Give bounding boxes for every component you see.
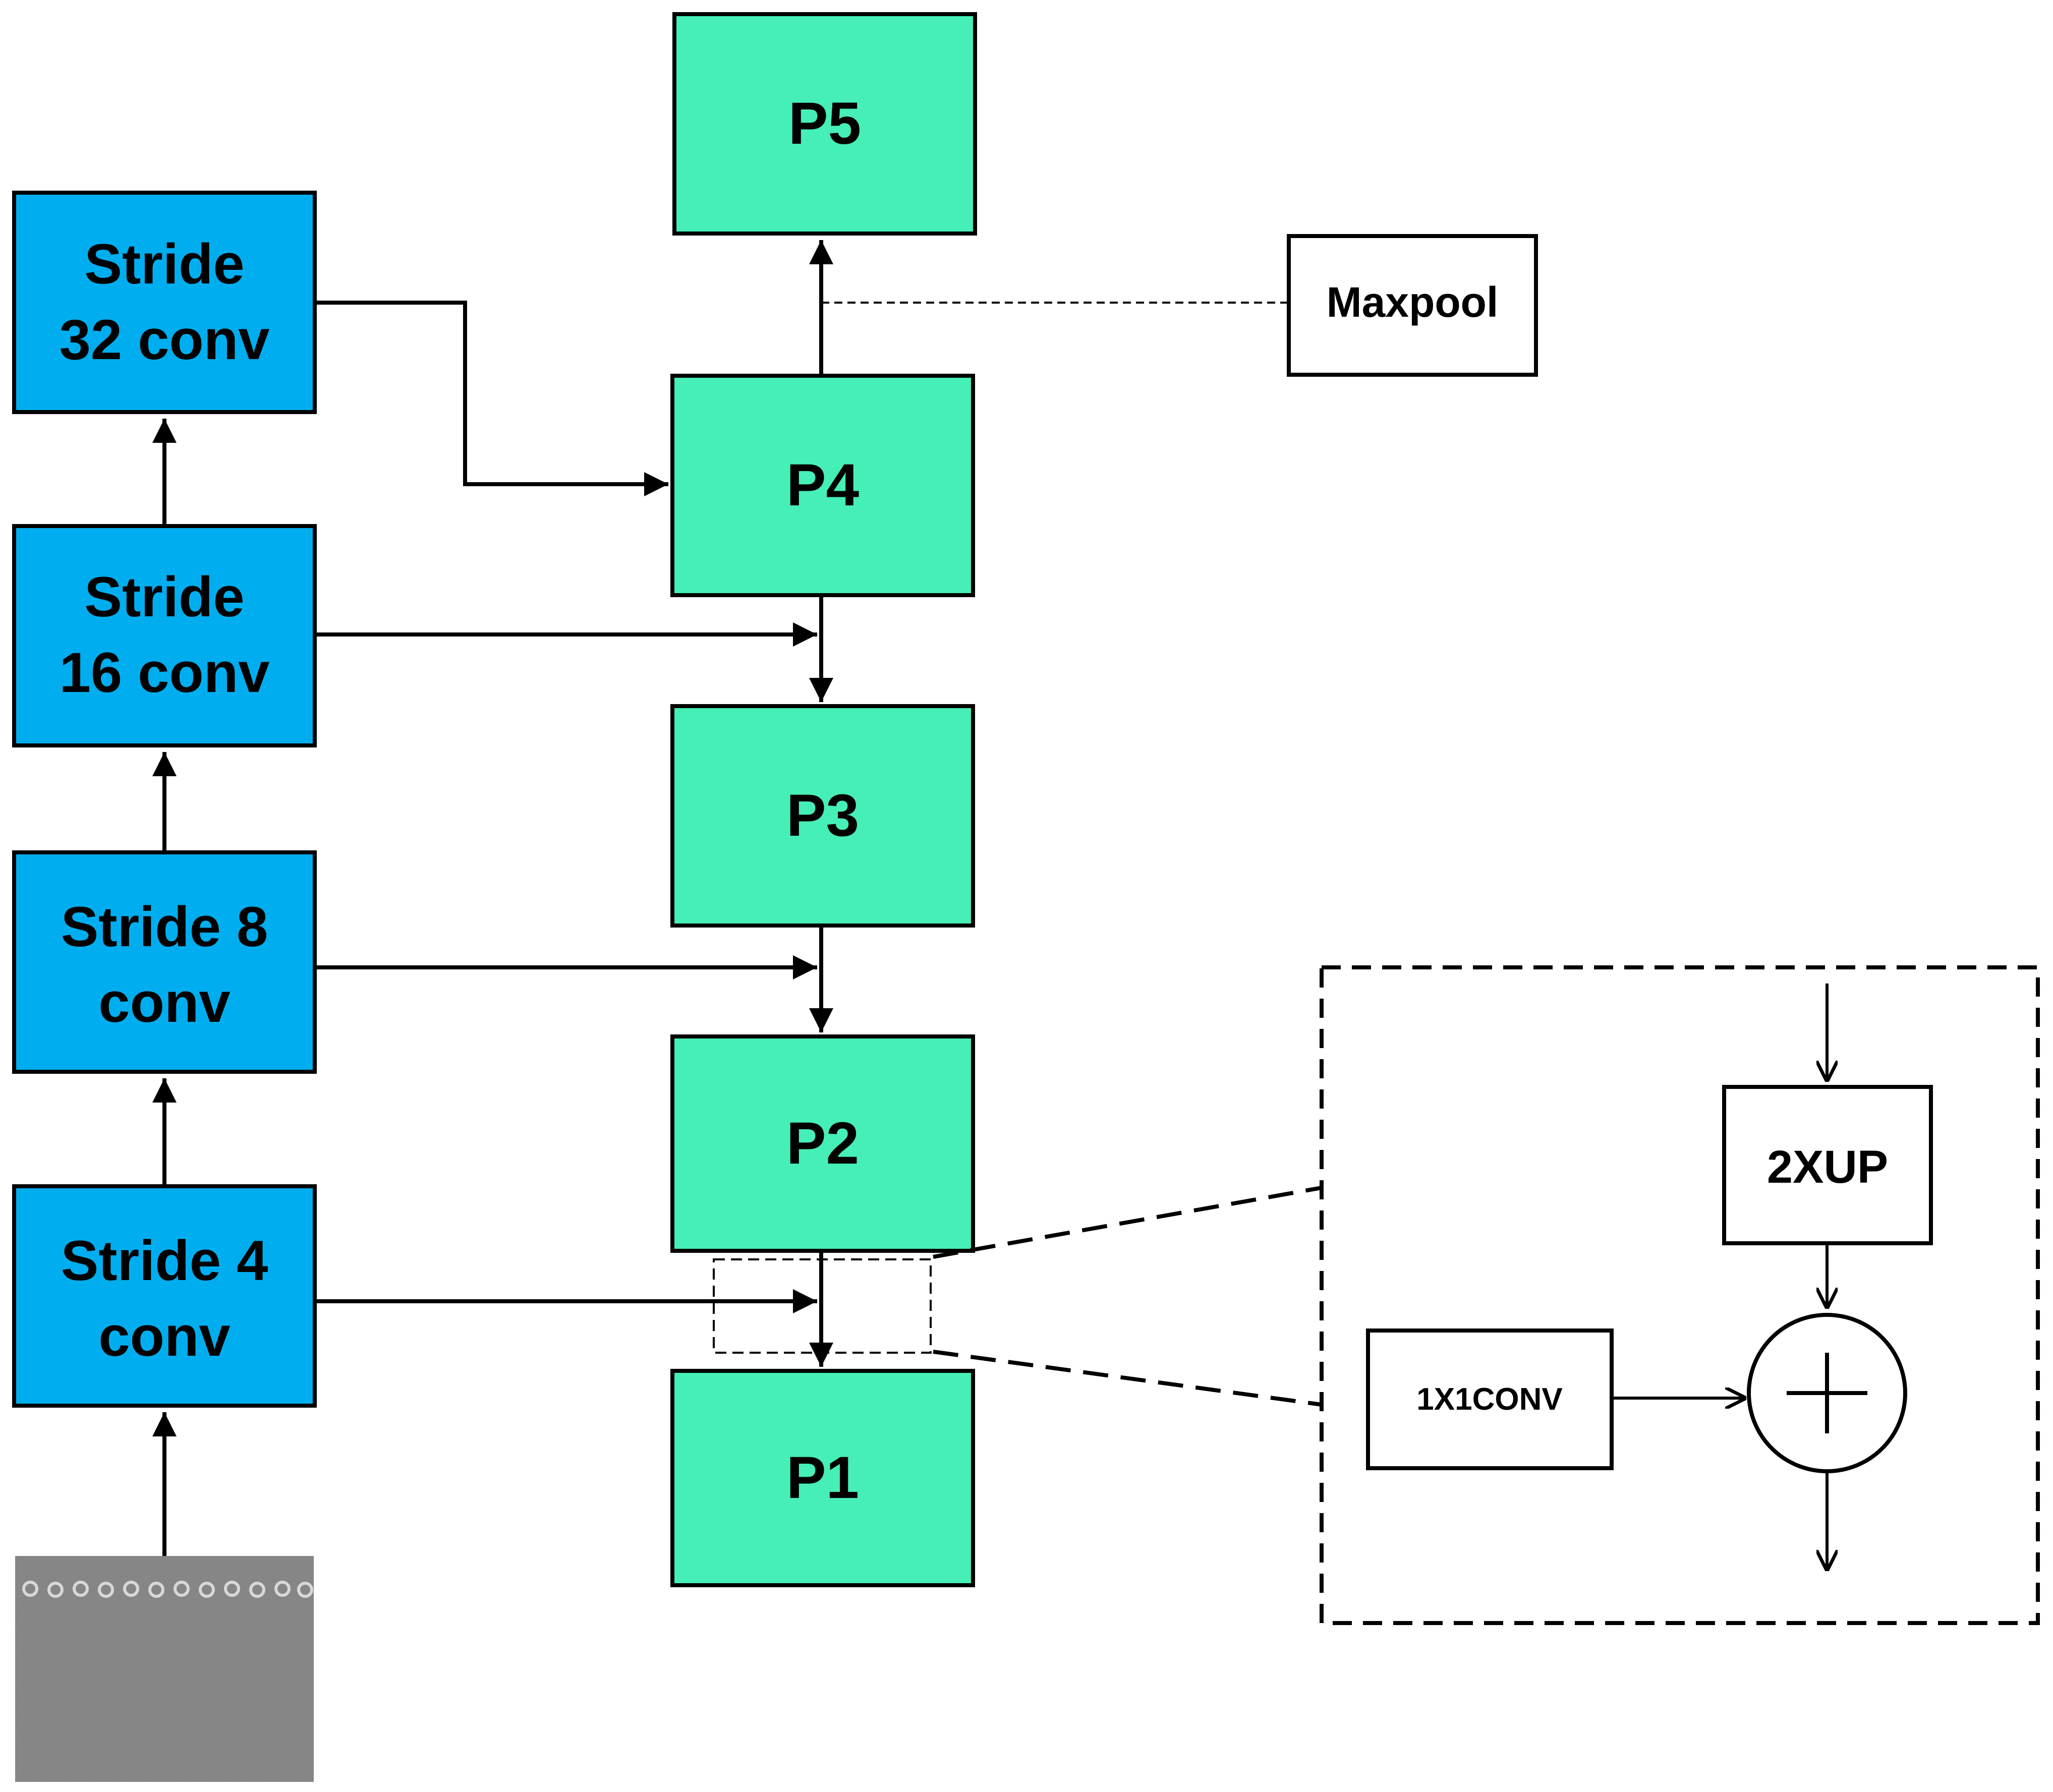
zoom-connector-bottom	[933, 1350, 1322, 1407]
arrow-stride32-to-p4	[315, 301, 668, 496]
stride32-label-line2: 32 conv	[59, 308, 269, 371]
pyramid-p2-box: P2	[670, 1034, 975, 1253]
lateral-conv-label: 1X1CONV	[1416, 1382, 1562, 1417]
backbone-stride16-box: Stride 16 conv	[12, 524, 317, 747]
p1-label: P1	[786, 1444, 859, 1511]
input-image	[15, 1556, 314, 1782]
backbone-stride32-box: Stride 32 conv	[12, 191, 317, 414]
stride32-label-line1: Stride	[84, 233, 244, 296]
pyramid-p1-box: P1	[670, 1369, 975, 1587]
stride16-label-line2: 16 conv	[59, 641, 269, 704]
merge-detail-panel	[1320, 965, 2040, 1625]
p3-label: P3	[786, 782, 859, 849]
input-image-bead-row	[22, 1581, 313, 1598]
stride4-label-line1: Stride 4	[61, 1229, 268, 1292]
stride8-label-line2: conv	[98, 971, 230, 1034]
lateral-conv-box: 1X1CONV	[1366, 1328, 1614, 1470]
circled-plus-icon	[1747, 1313, 1907, 1473]
pyramid-p5-box: P5	[672, 12, 977, 236]
lateral-arrows	[315, 301, 817, 1313]
maxpool-box: Maxpool	[1287, 234, 1538, 377]
p2-label: P2	[786, 1110, 859, 1177]
pyramid-p3-box: P3	[670, 704, 975, 928]
merge-zoom-highlight	[713, 1258, 932, 1354]
maxpool-label: Maxpool	[1327, 278, 1499, 326]
backbone-stride4-box: Stride 4 conv	[12, 1184, 317, 1408]
upsample-label: 2XUP	[1767, 1141, 1888, 1193]
upsample-box: 2XUP	[1722, 1085, 1933, 1245]
backbone-stride8-box: Stride 8 conv	[12, 850, 317, 1074]
stride4-label-line2: conv	[98, 1305, 230, 1368]
stride16-label-line1: Stride	[84, 565, 244, 628]
stride8-label-line1: Stride 8	[61, 895, 268, 958]
pyramid-p4-box: P4	[670, 374, 975, 597]
zoom-connector-top	[933, 1186, 1322, 1259]
p4-label: P4	[786, 452, 859, 518]
p5-label: P5	[788, 90, 861, 157]
